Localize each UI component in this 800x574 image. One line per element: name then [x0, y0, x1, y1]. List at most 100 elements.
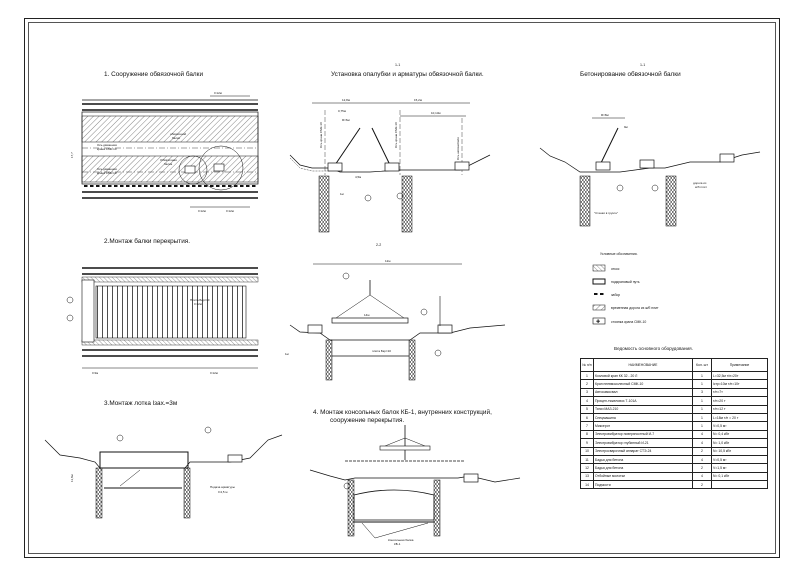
plan2-slab: Плита Бкр=10 — [190, 298, 210, 302]
legend: Условные обозначения. откос подкрановый … — [592, 252, 659, 325]
table-cell-num: 6 — [580, 412, 594, 423]
sec1-d5: R=6м — [342, 118, 350, 122]
plan1-dim-b: l=12м — [226, 209, 234, 213]
table-cell-note: L=32,5м т/п=20т — [711, 370, 768, 381]
plan1-beam-d: балка — [164, 162, 172, 166]
table-cell-qty: 1 — [692, 421, 712, 431]
equipment-table-title: Ведомость основного оборудования. — [614, 346, 693, 351]
table-cell-name: Бадья для бетона — [593, 454, 693, 465]
sec2-d2: 1м — [285, 352, 289, 356]
sec1-d1: 12,8м — [342, 98, 350, 102]
table-cell-qty: 1 — [692, 370, 712, 381]
crane-stop-icon: ✚ — [596, 319, 600, 325]
sec2-slab: плита Бкр=10 — [372, 349, 391, 353]
table-cell-note: т/п=20 т — [711, 396, 768, 406]
plan1-crane-path-1: Ось движения — [97, 143, 117, 147]
table-cell-qty: 4 — [692, 454, 712, 465]
title-1c: Бетонирование обвязочной балки — [580, 70, 681, 78]
plan1-beam-c: Обвязочная — [160, 158, 177, 162]
plan1-crane-path-1b: крана СМК-10 — [97, 147, 117, 151]
table-cell-name: Автосамосвал — [593, 387, 693, 398]
title-4-line2: сооружение перекрытия. — [330, 417, 404, 424]
sec1-d4: 0,75м — [338, 109, 346, 113]
sec3-h: 11,8м — [70, 474, 74, 482]
section-3-tray-mounting: 11,8м Подача арматуры l=4,5 м — [44, 426, 283, 519]
table-cell-num: 5 — [580, 404, 594, 414]
sec2-d1: 14м — [364, 313, 369, 317]
table-cell-num: 10 — [580, 446, 594, 456]
table-cell-num: 11 — [580, 454, 594, 465]
plan-1-beam-construction: l=12м Ось движения крана СМК-10 Ось движ… — [70, 91, 259, 213]
sec1-d6: 4,5м — [355, 175, 361, 179]
title-1b-section: 1-1 — [395, 63, 400, 67]
table-cell-note: lстр=10м т/п=10т — [711, 379, 768, 389]
table-cell-name: Миксерот — [593, 421, 693, 431]
sec2-span: 12м — [385, 259, 390, 263]
table-cell-note: N= 0,4 кВт — [711, 429, 768, 440]
table-header-name: НАИМЕНОВАНИЕ — [593, 358, 693, 372]
table-cell-name: Подмости — [593, 480, 693, 490]
section-4-console-beams: Консольная балка КБ-1 — [309, 425, 521, 546]
sheet-frame-outer — [24, 18, 780, 558]
plan1-beam-b: балки — [172, 136, 180, 140]
table-cell-note: т/п=7т — [711, 387, 768, 398]
title-1b: Установка опалубки и арматуры обвязочной… — [331, 70, 484, 78]
table-cell-qty: 4 — [692, 429, 712, 440]
section-2-2: 12м 14м плита Бкр=10 1м — [285, 259, 506, 381]
table-cell-note — [711, 480, 768, 490]
sheet-frame-inner — [28, 22, 776, 554]
legend-item-0: откос — [611, 267, 620, 271]
table-cell-note: L=18м т/п = 20 т — [711, 412, 768, 423]
table-header-qty: Кол. шт — [692, 358, 712, 372]
table-cell-qty: 2 — [692, 463, 712, 473]
table-cell-num: 12 — [580, 463, 594, 473]
sec3-feed-b: l=4,5 м — [218, 490, 228, 494]
table-header-row: № п/п НАИМЕНОВАНИЕ Кол. шт Примечание — [580, 358, 768, 372]
table-cell-num: 14 — [580, 480, 594, 490]
sec1c-road-b: ж/б плит — [695, 185, 707, 189]
title-3: 3.Монтаж лотка lзах.=3м — [104, 400, 177, 407]
table-cell-qty: 2 — [692, 446, 712, 456]
table-cell-num: 8 — [580, 429, 594, 440]
table-cell-qty: 1 — [692, 404, 712, 414]
table-cell-note: N= 1,0 кВт — [711, 438, 768, 448]
table-cell-note: V=1,5 м³ — [711, 463, 768, 473]
table-cell-note: V=0,5 м³ — [711, 454, 768, 465]
plan2-dim2: l=12м — [210, 371, 218, 375]
sec4-beam-b: КБ-1 — [394, 542, 401, 546]
plan2-slab-dim: l=12м — [194, 302, 202, 306]
legend-title: Условные обозначения. — [600, 252, 638, 256]
table-cell-note: N= 10,5 кВт — [711, 446, 768, 456]
table-cell-name: Электросварочный аппарат СТЭ-24 — [593, 446, 693, 456]
title-1: 1. Сооружение обвязочной балки — [104, 70, 203, 78]
sec1c-road: дорога из — [693, 181, 707, 185]
sec1-truck-axis: Ось автомобиля — [456, 137, 460, 160]
sec1c-d2: 9м — [624, 125, 628, 129]
table-cell-name: Электровибратор глубинный И-21 — [593, 438, 693, 448]
sec1-d2: 15,2м — [414, 98, 422, 102]
table-cell-qty: 1 — [692, 412, 712, 423]
title-4-line1: 4. Монтаж консольных балок КБ-1, внутрен… — [313, 408, 492, 416]
table-cell-name: Тягач МАЗ-210 — [593, 404, 693, 414]
legend-item-4: стоянка крана СМК-10 — [611, 320, 646, 324]
title-1c-section: 1-1 — [640, 63, 645, 67]
table-cell-num: 9 — [580, 438, 594, 448]
table-cell-note: N= 0,1 кВт — [711, 471, 768, 482]
sec1c-d1: R=8м — [601, 113, 609, 117]
legend-item-1: подкрановый путь — [611, 280, 640, 284]
table-cell-num: 1 — [580, 370, 594, 381]
